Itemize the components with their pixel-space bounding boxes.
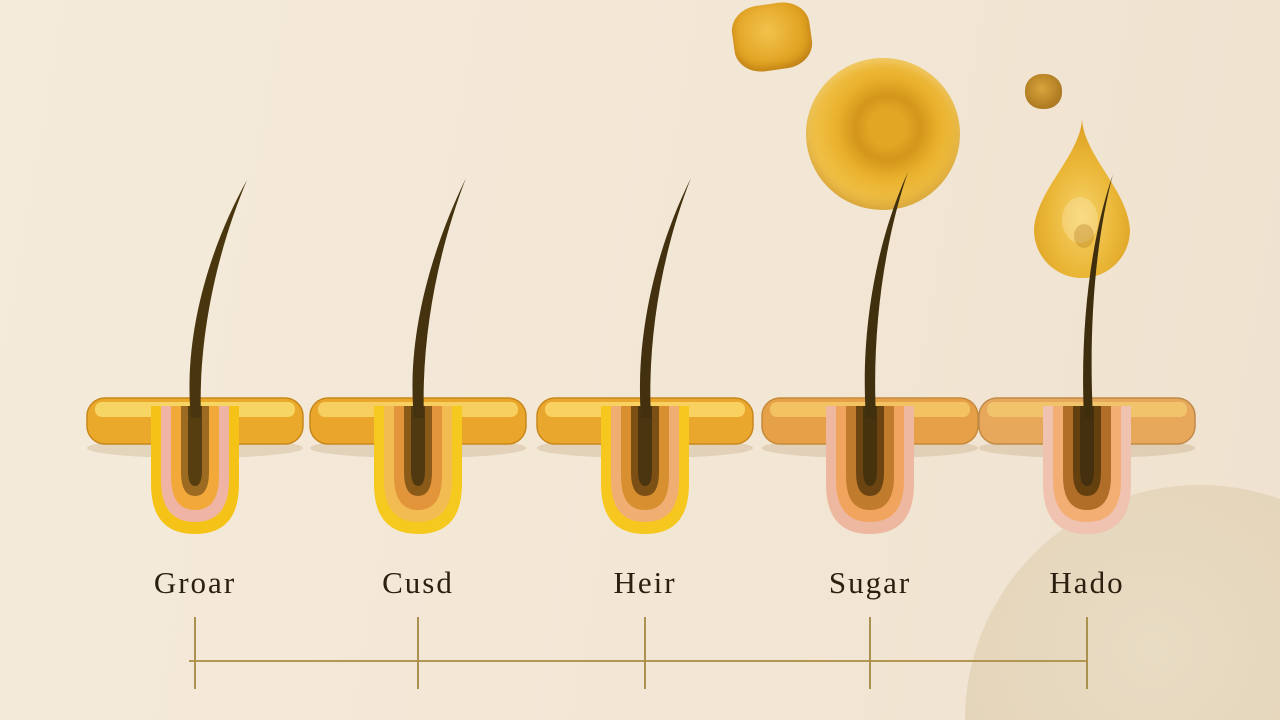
sugar-grain-icon xyxy=(1025,74,1062,109)
timeline-axis xyxy=(189,660,1087,662)
stage-label: Groar xyxy=(153,565,237,600)
follicle-stage-4: Sugar xyxy=(760,172,980,642)
hair-follicle-illustration xyxy=(309,178,527,534)
stage-label: Hado xyxy=(1049,565,1125,600)
timeline-tick xyxy=(869,617,871,689)
timeline-tick xyxy=(644,617,646,689)
stage-label: Sugar xyxy=(828,565,912,600)
follicle-stage-5: Hado xyxy=(977,172,1197,642)
hair-follicle-illustration xyxy=(536,178,754,534)
follicle-stage-3: Heir xyxy=(535,172,755,642)
timeline-tick xyxy=(194,617,196,689)
stage-label: Heir xyxy=(613,565,677,600)
honey-drop-icon xyxy=(1034,119,1130,278)
sugar-round-blob-icon xyxy=(806,58,960,210)
timeline-tick xyxy=(1086,617,1088,689)
stage-label: Cusd xyxy=(382,565,454,600)
hair-follicle-illustration xyxy=(761,172,979,534)
follicle-stage-1: Groar xyxy=(85,172,305,642)
timeline-tick xyxy=(417,617,419,689)
hair-follicle-illustration xyxy=(86,180,304,534)
follicle-stage-2: Cusd xyxy=(308,172,528,642)
hair-follicle-illustration xyxy=(978,174,1196,534)
sugar-cube-blob-icon xyxy=(728,0,816,76)
